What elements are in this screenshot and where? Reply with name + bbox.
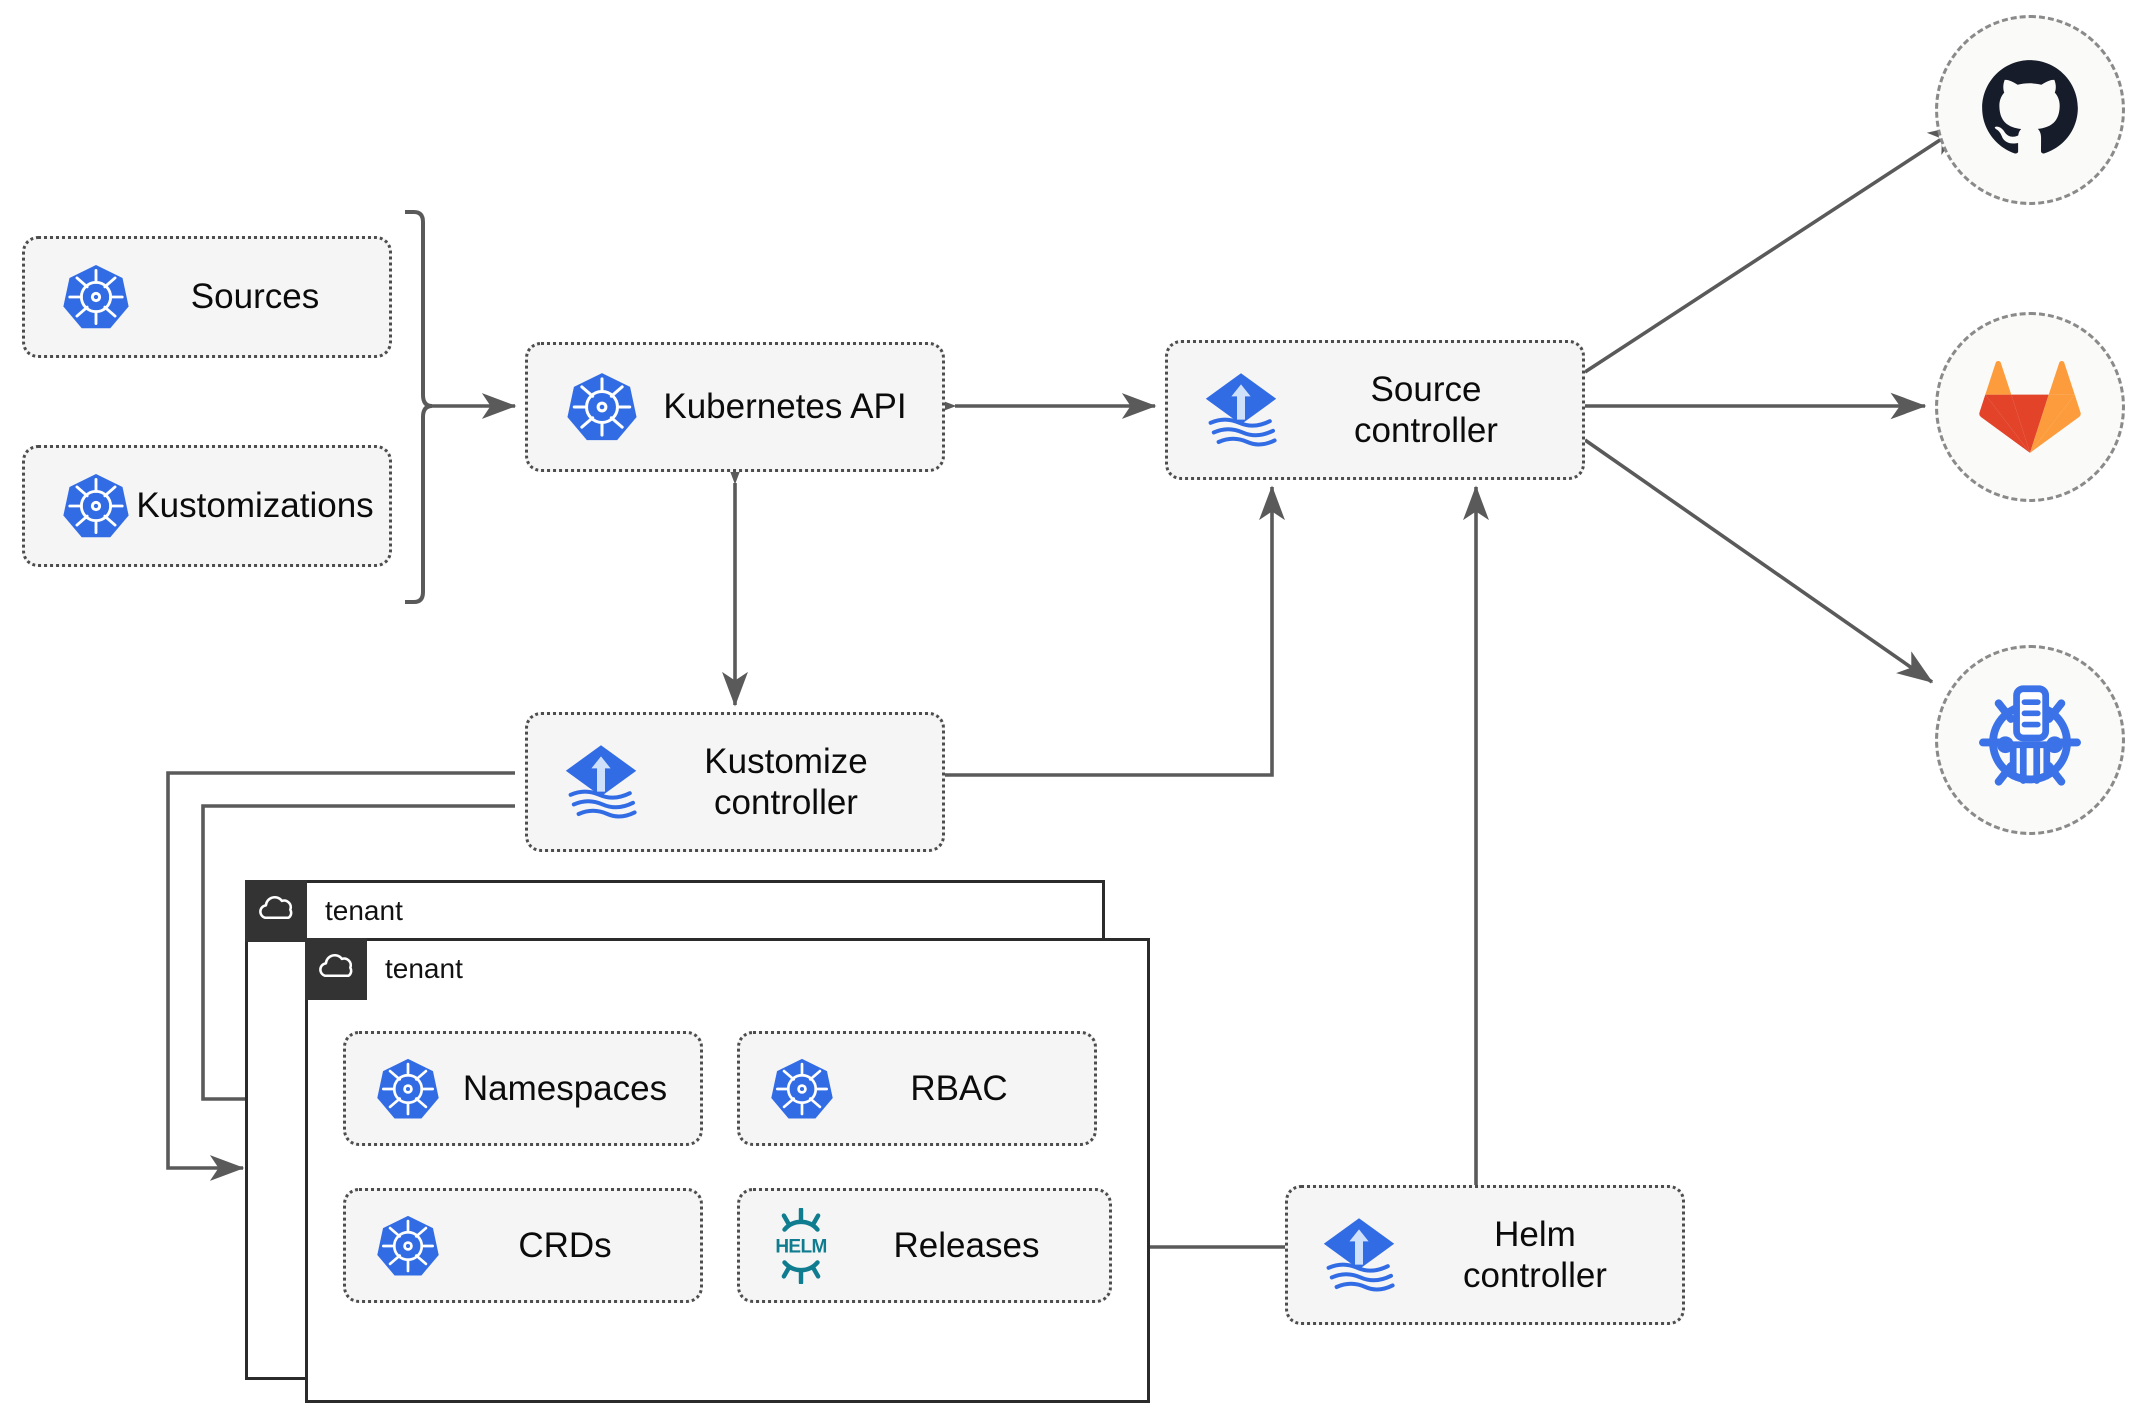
node-kustomizations[interactable]: Kustomizations [22, 445, 392, 567]
kubernetes-icon [766, 1053, 838, 1125]
node-rbac[interactable]: RBAC [737, 1031, 1097, 1146]
node-namespaces-label: Namespaces [462, 1068, 668, 1108]
flux-icon [1316, 1212, 1402, 1298]
kubernetes-icon [372, 1053, 444, 1125]
node-crds-label: CRDs [518, 1225, 612, 1265]
node-releases[interactable]: Releases [737, 1188, 1112, 1303]
node-sources[interactable]: Sources [22, 236, 392, 358]
tenant-outer-tab: tenant [245, 880, 403, 942]
node-kustomizations-label: Kustomizations [136, 486, 374, 526]
kubernetes-icon [372, 1210, 444, 1282]
tenant-container-inner: tenant [305, 938, 1150, 1403]
cloud-icon [245, 880, 307, 942]
tenant-inner-label: tenant [385, 953, 463, 984]
node-namespaces[interactable]: Namespaces [343, 1031, 703, 1146]
tenant-outer-label: tenant [325, 895, 403, 926]
kubernetes-icon [57, 258, 135, 336]
node-source-controller[interactable]: Source controller [1165, 340, 1585, 480]
tenant-inner-tab: tenant [305, 938, 463, 1000]
kubernetes-icon [57, 467, 135, 545]
provider-helm-repository[interactable] [1935, 645, 2125, 835]
cloud-icon [305, 938, 367, 1000]
edge-sources-brace [405, 210, 433, 604]
node-kubernetes-api-label: Kubernetes API [663, 387, 907, 427]
github-icon [1978, 56, 2082, 165]
node-kustomize-controller-label: Kustomize controller [704, 741, 868, 822]
kubernetes-icon [562, 367, 642, 447]
edge-kustomize-to-source [945, 485, 1285, 777]
node-helm-controller-label: Helm controller [1463, 1214, 1607, 1295]
provider-gitlab[interactable] [1935, 312, 2125, 502]
helm-icon [764, 1206, 838, 1286]
node-rbac-label: RBAC [910, 1068, 1008, 1108]
node-crds[interactable]: CRDs [343, 1188, 703, 1303]
node-releases-label: Releases [893, 1225, 1040, 1265]
flux-icon [1198, 367, 1284, 453]
flux-icon [558, 739, 644, 825]
node-helm-controller[interactable]: Helm controller [1285, 1185, 1685, 1325]
node-source-controller-label: Source controller [1354, 369, 1498, 450]
edge-source-to-helmrepo [1583, 438, 1934, 684]
node-kubernetes-api[interactable]: Kubernetes API [525, 342, 945, 472]
node-sources-label: Sources [190, 277, 320, 317]
provider-github[interactable] [1935, 15, 2125, 205]
edge-source-to-github [1584, 123, 1965, 374]
helm-repository-icon [1974, 682, 2086, 799]
node-kustomize-controller[interactable]: Kustomize controller [525, 712, 945, 852]
gitlab-icon [1978, 353, 2082, 462]
